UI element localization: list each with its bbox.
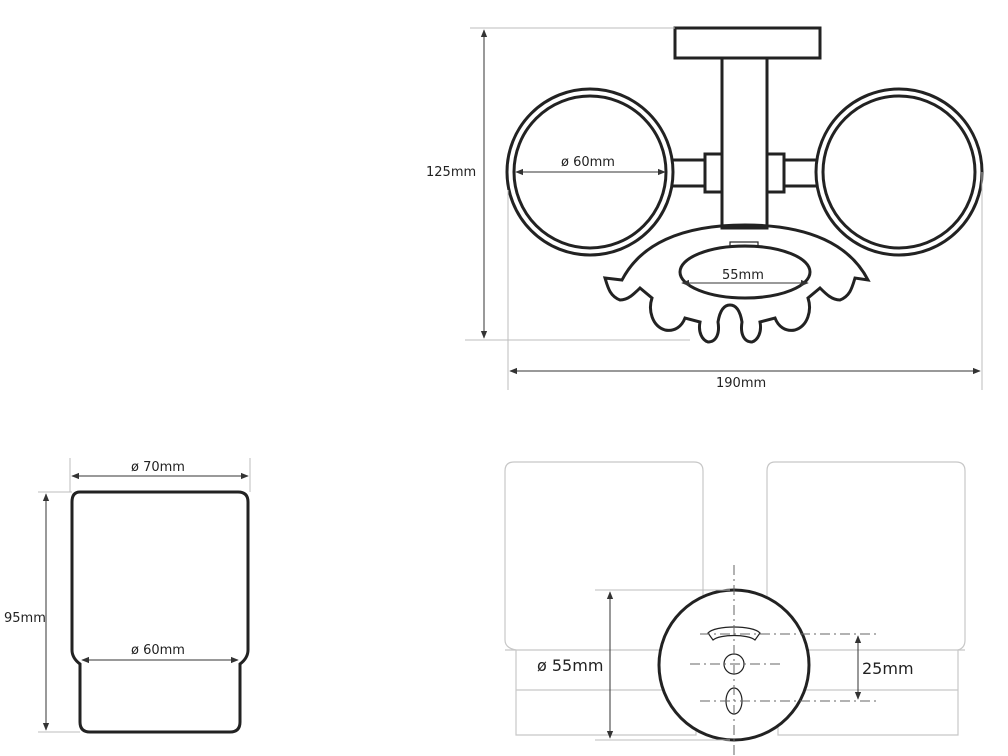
right-ring-outer bbox=[814, 87, 984, 257]
cup-outline bbox=[70, 490, 250, 734]
mount-slot bbox=[707, 626, 761, 641]
front-left-cup bbox=[504, 461, 704, 736]
label-cup-60mm: ø 60mm bbox=[131, 643, 185, 658]
left-ring-inner bbox=[512, 94, 668, 250]
label-front-25mm: 25mm bbox=[862, 659, 914, 678]
label-front-55mm: ø 55mm bbox=[537, 656, 603, 675]
label-55mm: 55mm bbox=[722, 268, 764, 283]
label-ring-60mm: ø 60mm bbox=[561, 155, 615, 170]
front-view: ø 55mm 25mm bbox=[504, 461, 966, 756]
tray-center-hole bbox=[678, 244, 812, 300]
right-arm-collar bbox=[765, 152, 786, 194]
right-ring-inner bbox=[821, 94, 977, 250]
label-cup-70mm: ø 70mm bbox=[131, 460, 185, 475]
left-arm-collar bbox=[703, 152, 724, 194]
left-ring-outer bbox=[505, 87, 675, 257]
label-190mm: 190mm bbox=[716, 376, 766, 391]
top-view: 125mm ø 60mm 55mm 190mm bbox=[426, 26, 984, 391]
stem bbox=[720, 56, 769, 230]
wall-mount-block bbox=[673, 26, 822, 60]
front-right-cup bbox=[766, 461, 966, 736]
toothbrush-tray bbox=[602, 223, 871, 344]
cup-view: ø 70mm 95mm ø 60mm bbox=[4, 458, 251, 734]
label-cup-95mm: 95mm bbox=[4, 611, 46, 626]
label-125mm: 125mm bbox=[426, 165, 476, 180]
